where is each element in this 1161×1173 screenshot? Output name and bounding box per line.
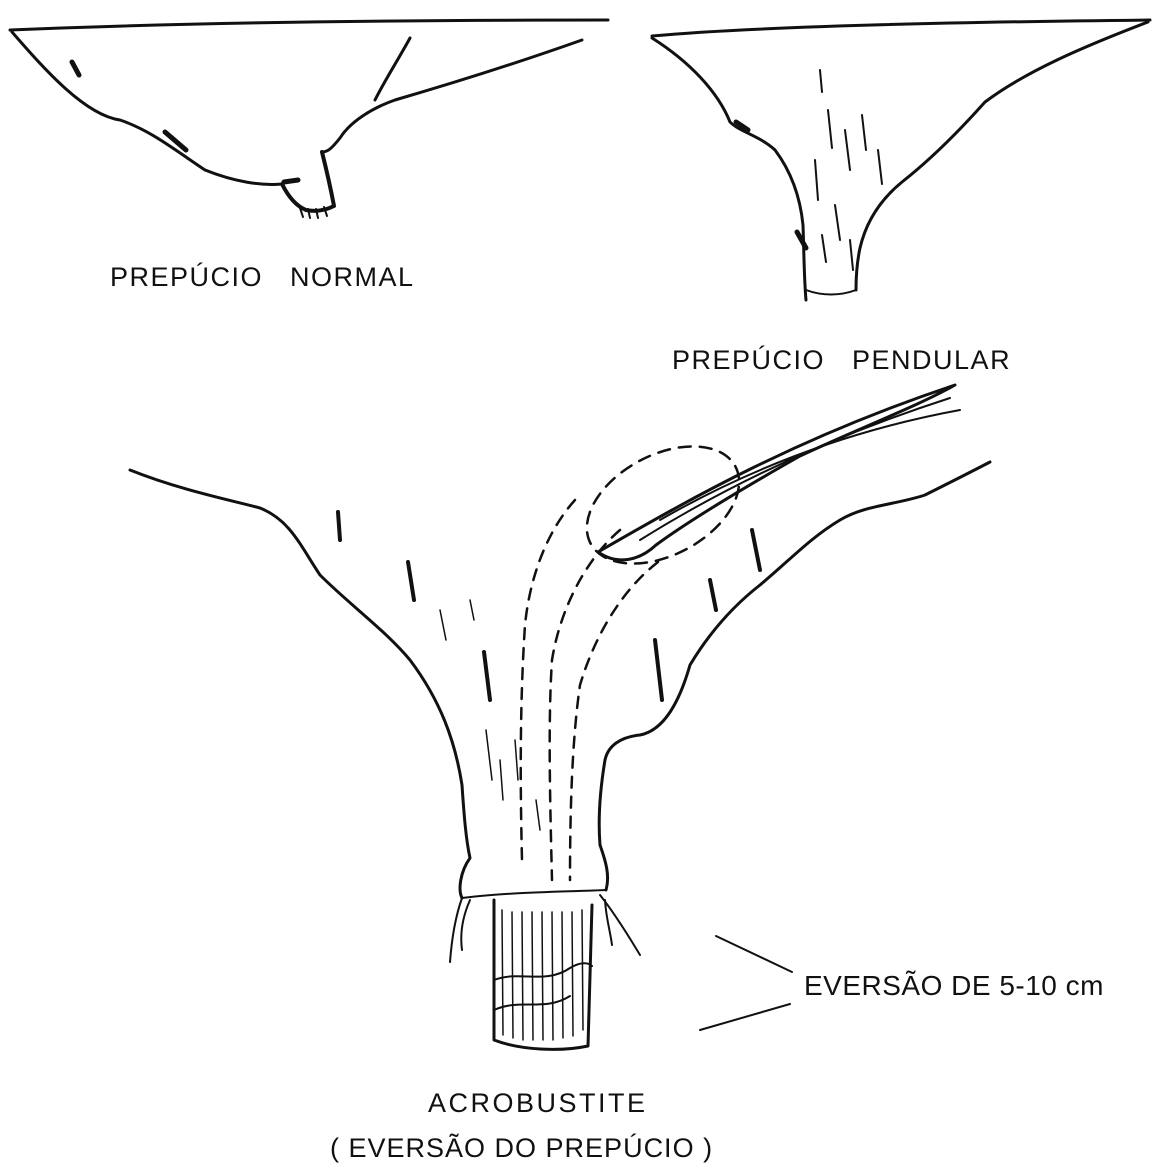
acrobustite-drawing bbox=[130, 385, 990, 1049]
normal-prepuce-drawing bbox=[10, 20, 608, 218]
label-acrobustite: ACROBUSTITE bbox=[428, 1088, 648, 1119]
label-pendular-prepuce: PREPÚCIO PENDULAR bbox=[672, 345, 1011, 376]
label-eversion-length: EVERSÃO DE 5-10 cm bbox=[804, 970, 1104, 1002]
label-acrobustite-subtitle: ( EVERSÃO DO PREPÚCIO ) bbox=[330, 1133, 713, 1164]
pendular-prepuce-drawing bbox=[652, 20, 1150, 300]
label-normal-prepuce: PREPÚCIO NORMAL bbox=[110, 262, 415, 293]
